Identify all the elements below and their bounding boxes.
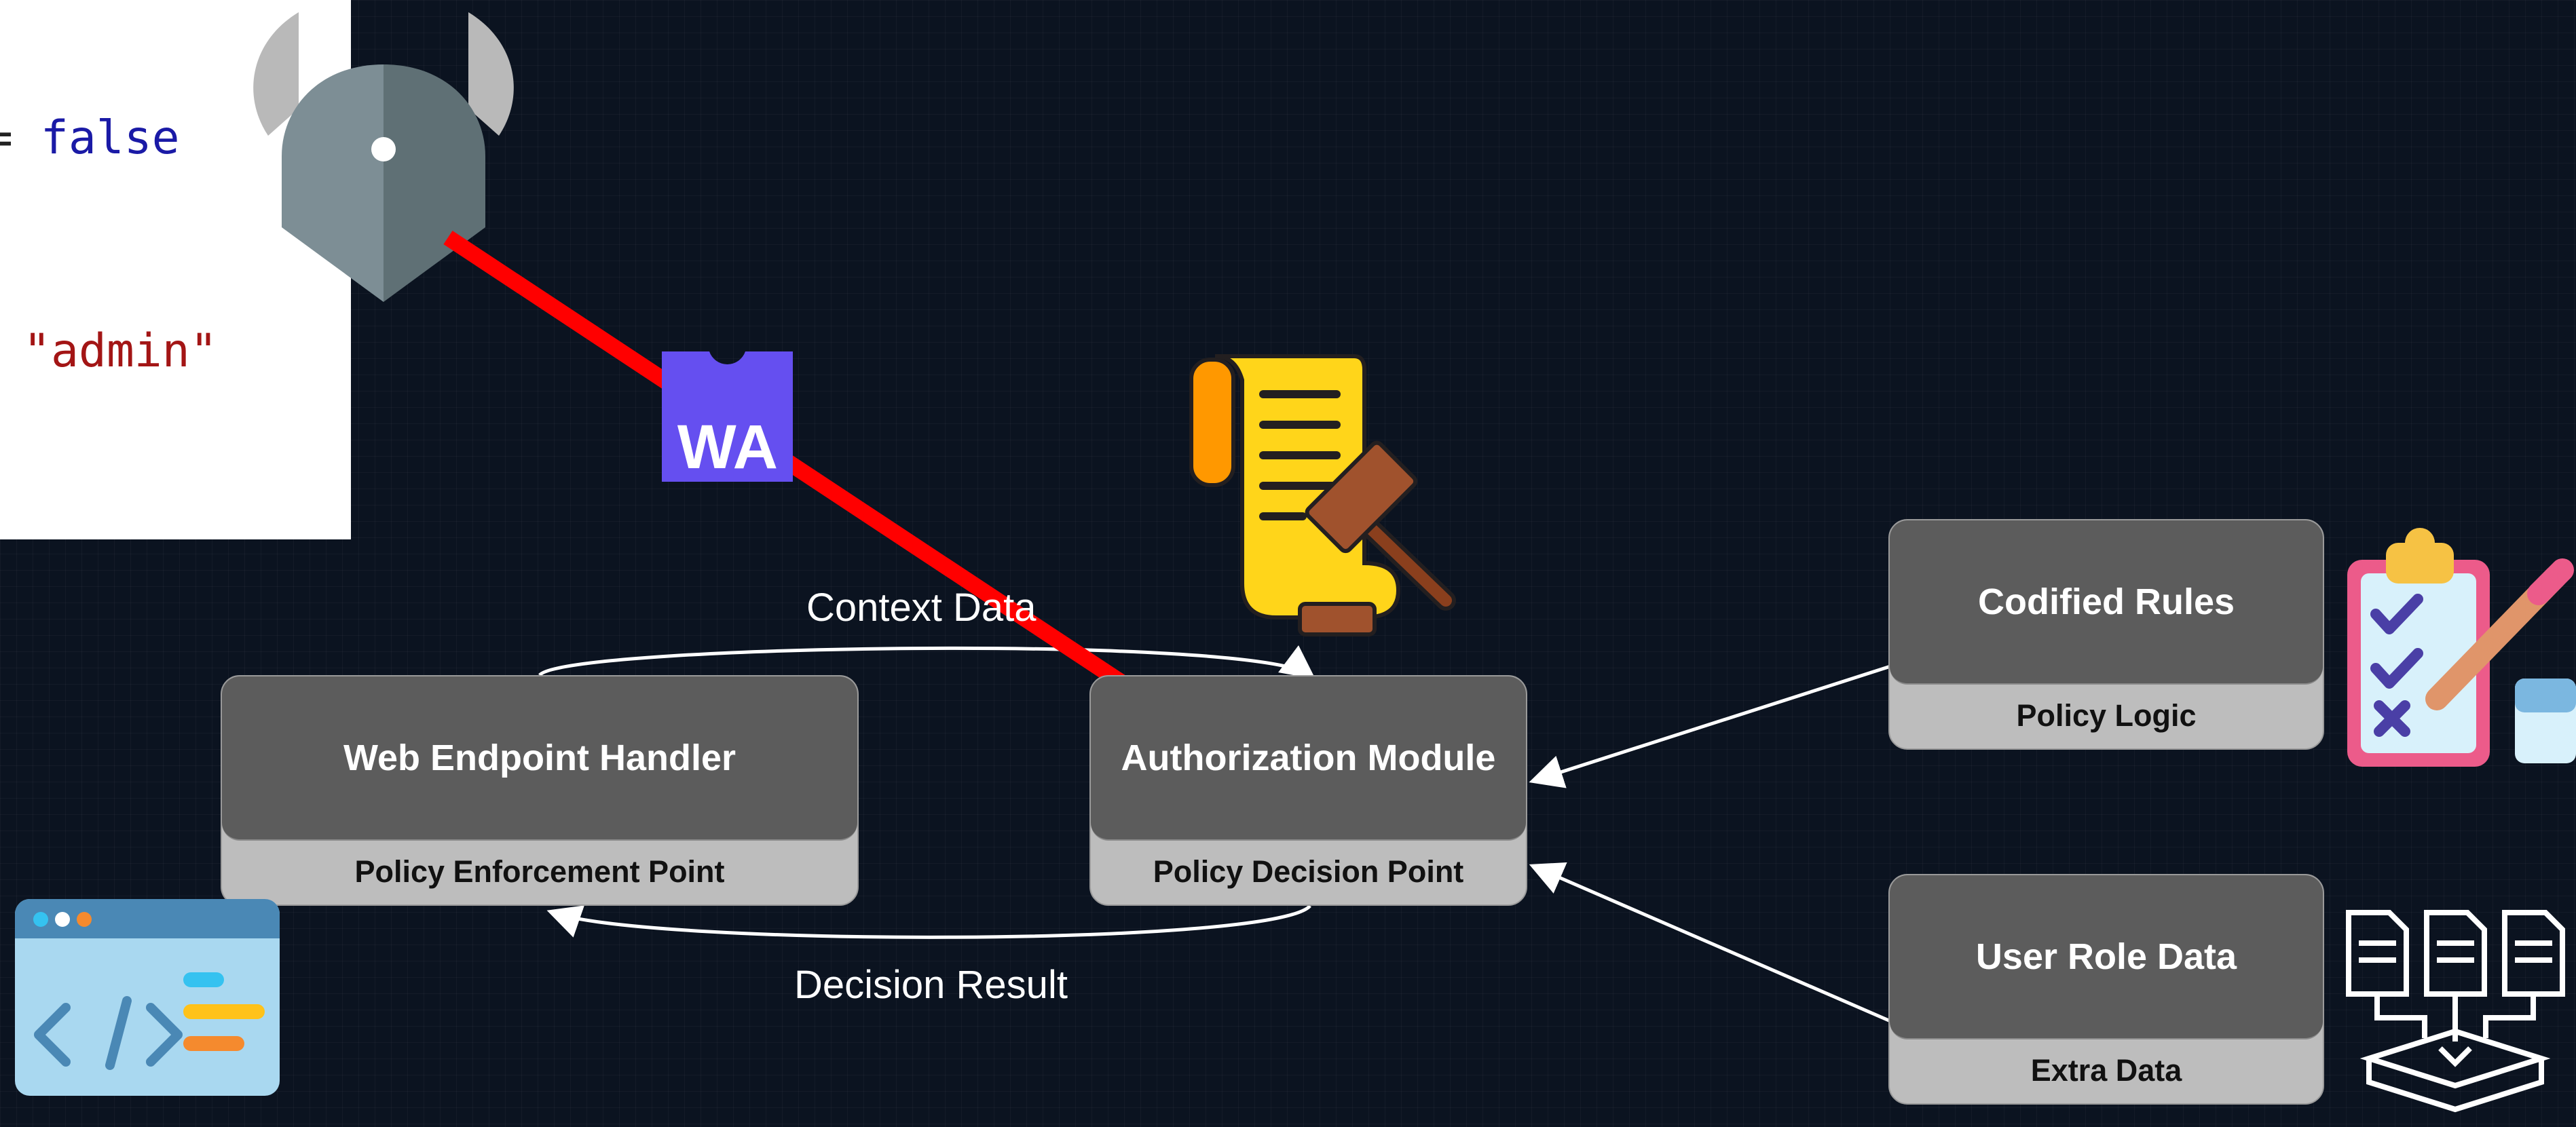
webassembly-badge-text: WA	[677, 413, 778, 482]
extra-data-node: User Role Data Extra Data	[1888, 874, 2324, 1105]
policy-logic-connector	[1529, 664, 1891, 788]
context-data-connector	[538, 645, 1316, 679]
code-operator: =	[0, 111, 41, 165]
code-line-assignment: = false	[0, 115, 180, 161]
node-subtitle: Extra Data	[2030, 1053, 2182, 1088]
policy-logic-node: Codified Rules Policy Logic	[1888, 519, 2324, 750]
decision-result-connector	[546, 904, 1311, 939]
code-window-icon	[15, 899, 280, 1096]
context-data-label: Context Data	[806, 586, 1037, 630]
node-title: Web Endpoint Handler	[222, 676, 857, 841]
node-subtitle: Policy Logic	[2016, 698, 2197, 733]
checklist-clipboard-icon	[2347, 528, 2576, 767]
code-boolean-value: false	[40, 111, 180, 165]
policy-decision-point-node: Authorization Module Policy Decision Poi…	[1089, 675, 1527, 906]
node-title: Authorization Module	[1091, 676, 1526, 841]
node-subtitle: Policy Enforcement Point	[354, 854, 725, 889]
policy-enforcement-point-node: Web Endpoint Handler Policy Enforcement …	[221, 675, 859, 906]
webassembly-logo-icon: WA	[662, 351, 793, 482]
node-title: User Role Data	[1890, 875, 2323, 1039]
opa-viking-helmet-icon	[253, 12, 514, 302]
documents-to-database-icon	[2346, 910, 2565, 1113]
node-subtitle: Policy Decision Point	[1153, 854, 1464, 889]
decision-result-label: Decision Result	[794, 963, 1068, 1007]
extra-data-connector	[1529, 862, 1891, 1023]
node-title: Codified Rules	[1890, 520, 2323, 685]
policy-scroll-gavel-icon	[1189, 354, 1456, 636]
code-string-value: "admin"	[23, 324, 218, 378]
